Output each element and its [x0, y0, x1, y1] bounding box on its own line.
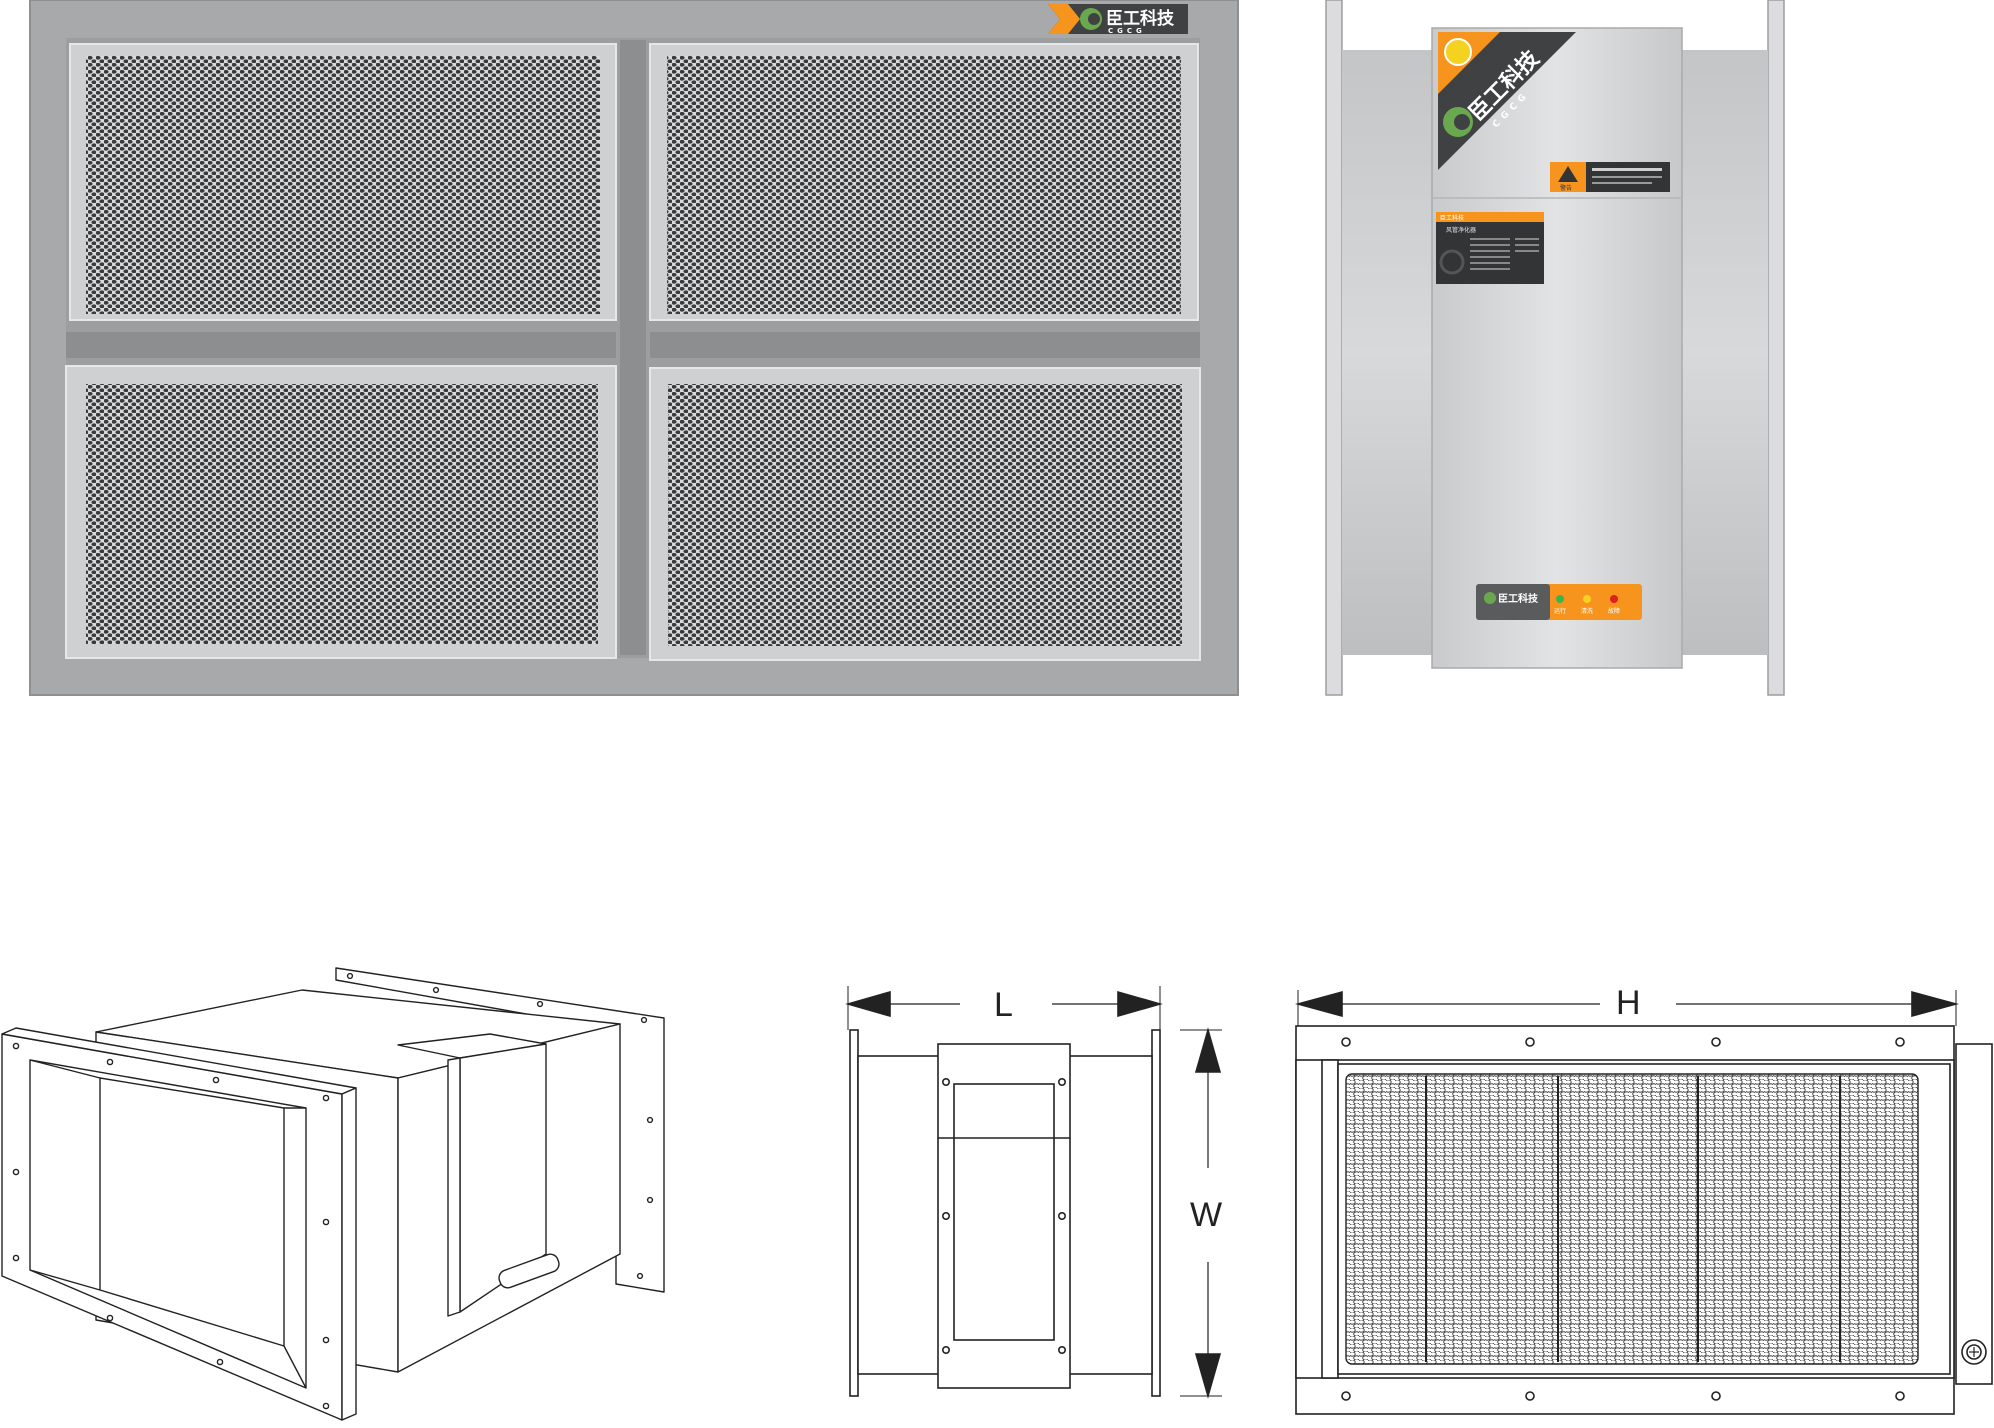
control-logo-text: 臣工科技	[1498, 592, 1539, 605]
duct-purifier-isometric-icon	[1, 967, 665, 1421]
mesh-panel-top-left	[69, 43, 617, 321]
certification-seal-icon	[1444, 38, 1472, 66]
panel-separator-right	[650, 332, 1200, 358]
control-panel: 臣工科技 运行 清洗 故障	[1476, 584, 1642, 620]
front-logo-sub: CGCG	[1108, 27, 1146, 35]
indicator-run: 运行	[1554, 595, 1566, 615]
indicator-fault: 故障	[1608, 595, 1620, 615]
duct-left-flange	[1325, 0, 1343, 696]
panel-separator-left	[66, 332, 616, 358]
purifier-housing	[1431, 27, 1683, 669]
side-technical-drawing: L W	[845, 986, 1222, 1399]
front-technical-drawing: H	[1294, 984, 1993, 1415]
ground-terminal-icon	[1961, 1339, 1987, 1365]
indicator-clean: 清洗	[1581, 595, 1593, 615]
mesh-panel-top-right	[649, 43, 1199, 321]
svg-text:清洗: 清洗	[1581, 607, 1593, 615]
side-view: 臣工科技 CGCG 警告 臣工科技 风管净化器	[1325, 0, 1785, 696]
svg-text:故障: 故障	[1608, 607, 1620, 615]
leaf-logo-icon	[1484, 592, 1496, 604]
dimension-label-h: H	[1616, 984, 1641, 1022]
mesh-panel-bottom-right	[649, 367, 1201, 661]
front-view: 臣工科技 CGCG	[29, 0, 1239, 696]
led-fault-icon	[1610, 595, 1618, 603]
front-logo-badge: 臣工科技 CGCG	[1048, 4, 1188, 35]
mesh-panel-bottom-left	[65, 365, 617, 659]
svg-text:运行: 运行	[1554, 607, 1566, 615]
warning-label: 警告	[1550, 162, 1670, 192]
nameplate-brand: 臣工科技	[1440, 214, 1464, 222]
led-clean-icon	[1583, 595, 1591, 603]
panel-divider-vertical	[620, 40, 646, 655]
front-logo-text: 臣工科技	[1106, 8, 1175, 29]
dimension-label-w: W	[1190, 1196, 1222, 1234]
led-run-icon	[1556, 595, 1564, 603]
dimension-label-l: L	[994, 986, 1013, 1024]
warning-label-text: 警告	[1560, 184, 1572, 192]
warning-triangle-icon	[1558, 166, 1578, 182]
nameplate-title: 风管净化器	[1446, 226, 1476, 234]
duct-right-flange	[1767, 0, 1785, 696]
nameplate: 臣工科技 风管净化器	[1436, 212, 1544, 284]
